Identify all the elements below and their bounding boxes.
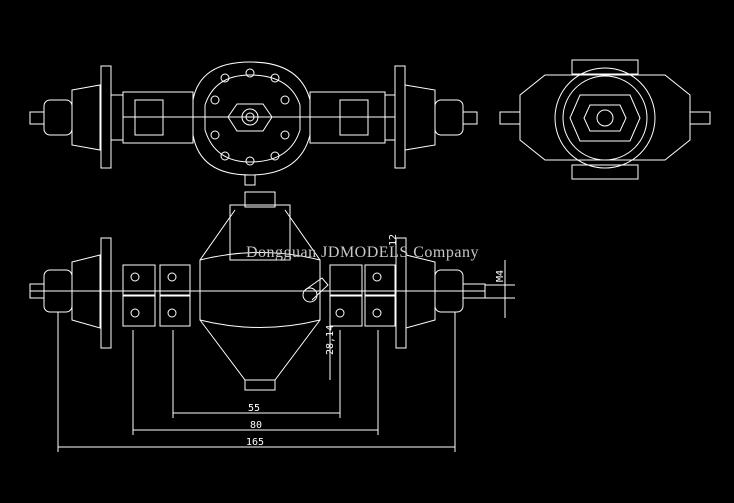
dim-165-label: 165 bbox=[246, 437, 264, 448]
bolt-circles bbox=[210, 68, 290, 166]
dim-28-label: 28,14 bbox=[325, 325, 336, 355]
dimension-lines bbox=[57, 260, 515, 452]
watermark: Dongguan JDMODELS Company bbox=[246, 244, 479, 261]
dim-12-label: 12 bbox=[388, 234, 399, 246]
side-view-axle bbox=[499, 59, 711, 180]
dim-80-label: 80 bbox=[250, 420, 262, 431]
top-view-axle bbox=[29, 61, 478, 186]
front-view-axle bbox=[29, 191, 486, 391]
dim-m4-label: M4 bbox=[495, 270, 506, 282]
dim-55-label: 55 bbox=[248, 403, 260, 414]
